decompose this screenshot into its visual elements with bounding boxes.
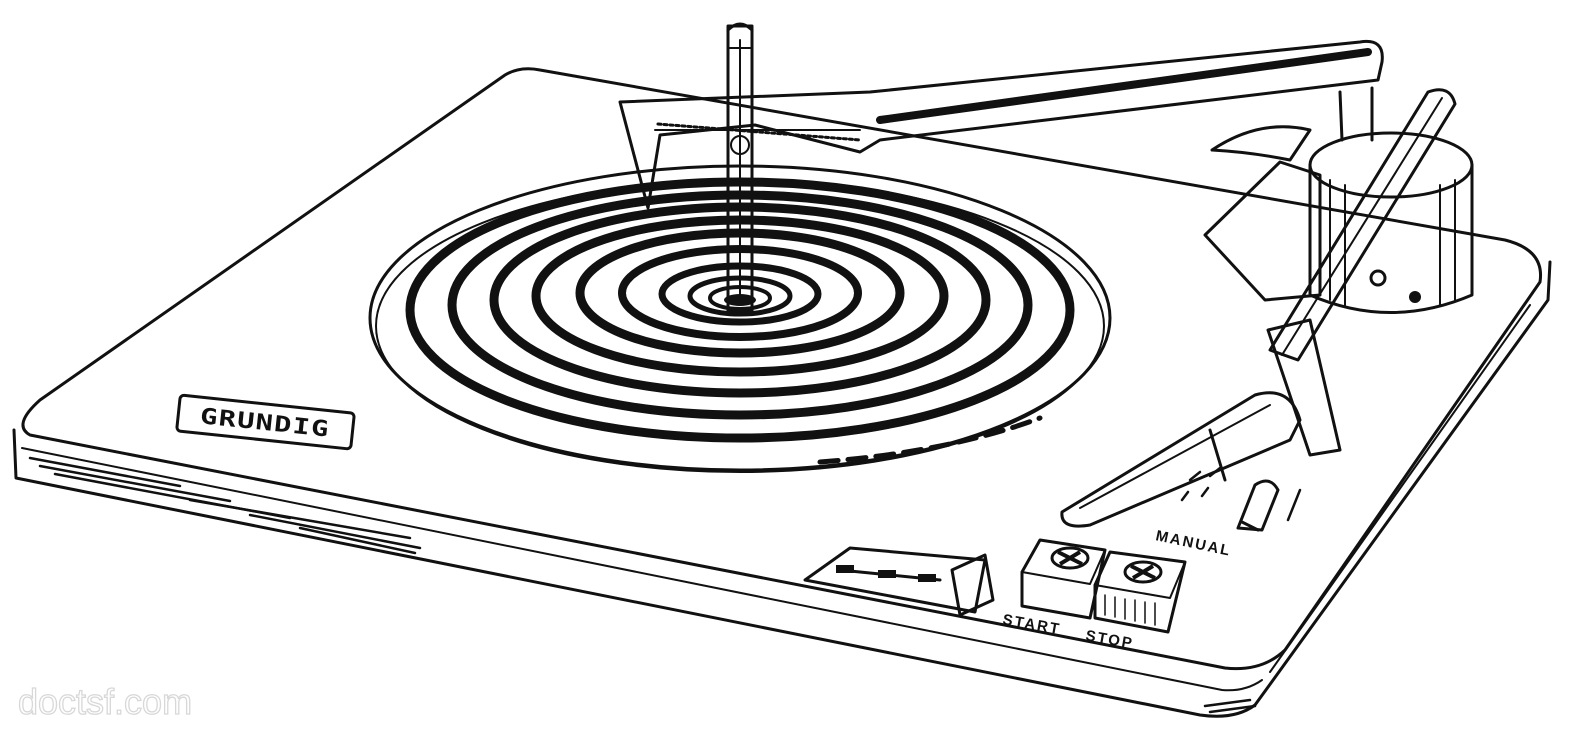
manual-switch[interactable] <box>1236 479 1280 532</box>
start-label: START <box>1001 611 1062 638</box>
start-button[interactable] <box>1020 538 1107 620</box>
stop-button-icon <box>1123 560 1163 584</box>
overarm <box>618 39 1384 210</box>
vent-lines <box>28 456 1257 714</box>
top-plate <box>21 67 1543 671</box>
brand-plate: GRUNDIG <box>175 393 356 451</box>
stop-button[interactable] <box>1093 550 1187 634</box>
stop-label: STOP <box>1084 627 1135 652</box>
watermark: doctsf.com <box>18 681 192 722</box>
selector-lever[interactable] <box>950 553 995 617</box>
start-button-icon <box>1050 546 1090 570</box>
spindle <box>726 22 754 313</box>
manual-label: MANUAL <box>1154 527 1233 560</box>
tonearm-base <box>1203 125 1474 314</box>
turntable-base <box>12 67 1552 718</box>
control-panel: START STOP MANUAL <box>803 466 1302 652</box>
front-edge <box>12 260 1552 718</box>
tonearm <box>1060 88 1457 528</box>
